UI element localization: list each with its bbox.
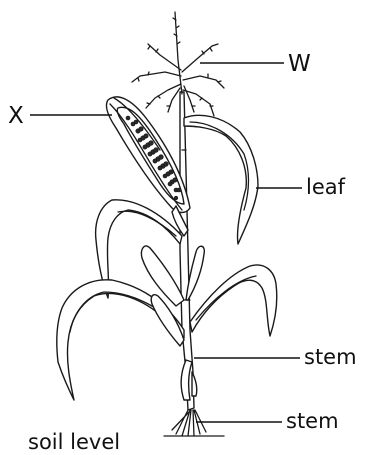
- label-stem-lower: stem: [286, 409, 339, 433]
- corn-plant-drawing: [57, 12, 277, 436]
- lower-left-leaf: [57, 280, 184, 400]
- roots: [164, 410, 224, 436]
- label-soil-level: soil level: [28, 430, 120, 454]
- label-x: X: [8, 103, 24, 129]
- upper-leaf: [184, 115, 258, 244]
- label-leaf: leaf: [306, 175, 346, 199]
- leaf-sheath: [181, 360, 197, 400]
- tassel: [132, 12, 224, 116]
- lower-right-leaf: [190, 265, 277, 336]
- label-stem-upper: stem: [304, 345, 357, 369]
- leader-lines: [30, 63, 302, 422]
- label-w: W: [288, 51, 311, 77]
